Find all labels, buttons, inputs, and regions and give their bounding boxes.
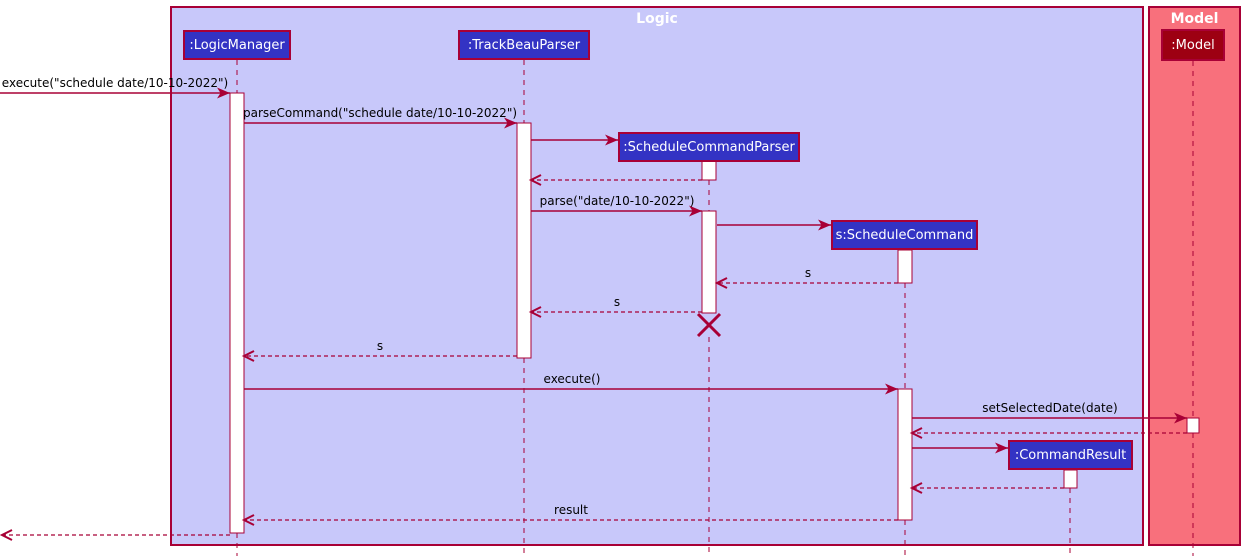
arrowhead-icon xyxy=(504,117,517,129)
participant-trackbeauparser-label: :TrackBeauParser xyxy=(467,37,581,53)
destroy-x-stroke xyxy=(696,312,722,338)
arrowhead-icon xyxy=(818,219,831,231)
return-arrowhead-icon xyxy=(909,482,923,494)
participant-trackbeauparser: :TrackBeauParser xyxy=(458,30,590,60)
participant-schedulecommandparser: :ScheduleCommandParser xyxy=(618,132,800,162)
activation-schedulecommandparser-create xyxy=(701,160,717,181)
message-label-parse: parse("date/10-10-2022") xyxy=(539,194,695,208)
return-arrowhead-icon xyxy=(0,529,13,541)
message-label-return-s-2: s xyxy=(613,295,621,309)
frame-logic: Logic xyxy=(170,6,1144,546)
return-arrowhead-icon xyxy=(241,350,255,362)
return-arrowhead-icon xyxy=(528,306,542,318)
participant-model: :Model xyxy=(1161,29,1225,61)
arrowhead-icon xyxy=(1174,412,1187,424)
activation-logicmanager xyxy=(229,92,245,534)
arrowhead-icon xyxy=(605,134,618,146)
call-messages xyxy=(0,87,1187,454)
frame-model-title: Model xyxy=(1170,11,1219,27)
activation-model xyxy=(1186,417,1200,434)
participant-schedulecommandparser-label: :ScheduleCommandParser xyxy=(623,139,795,155)
participant-schedulecommand: s:ScheduleCommand xyxy=(831,220,978,250)
activation-trackbeauparser xyxy=(516,122,532,359)
participant-schedulecommand-label: s:ScheduleCommand xyxy=(835,227,974,243)
return-arrowhead-icon xyxy=(528,174,542,186)
return-arrowhead-icon xyxy=(714,277,728,289)
message-label-result: result xyxy=(554,503,588,517)
return-arrowhead-icon xyxy=(909,427,923,439)
message-label-parsecommand: parseCommand("schedule date/10-10-2022") xyxy=(242,106,518,120)
arrowhead-icon xyxy=(885,383,898,395)
message-label-return-s-1: s xyxy=(804,266,812,280)
arrowhead-icon xyxy=(217,87,230,99)
arrowhead-icon xyxy=(995,442,1008,454)
participant-commandresult-label: :CommandResult xyxy=(1014,447,1127,463)
message-label-setselecteddate: setSelectedDate(date) xyxy=(982,401,1118,415)
participant-logicmanager-label: :LogicManager xyxy=(189,37,285,53)
frame-model: Model xyxy=(1148,6,1241,546)
activation-commandresult xyxy=(1063,469,1078,489)
destroy-x-icon xyxy=(696,312,722,338)
message-label-return-s-3: s xyxy=(376,339,384,353)
participant-logicmanager: :LogicManager xyxy=(183,30,291,60)
activation-schedulecommand-execute xyxy=(897,388,913,521)
return-arrowhead-icon xyxy=(241,514,255,526)
message-label-execute-call: execute("schedule date/10-10-2022") xyxy=(1,76,229,90)
return-messages xyxy=(0,174,1187,541)
participant-model-label: :Model xyxy=(1171,37,1215,53)
message-label-execute: execute() xyxy=(543,372,601,386)
arrowhead-icon xyxy=(689,205,702,217)
activation-schedulecommandparser-parse xyxy=(701,210,717,314)
frame-logic-title: Logic xyxy=(636,11,678,27)
activation-schedulecommand-create xyxy=(897,249,913,284)
participant-commandresult: :CommandResult xyxy=(1008,440,1133,470)
activation-bars xyxy=(229,92,1200,534)
